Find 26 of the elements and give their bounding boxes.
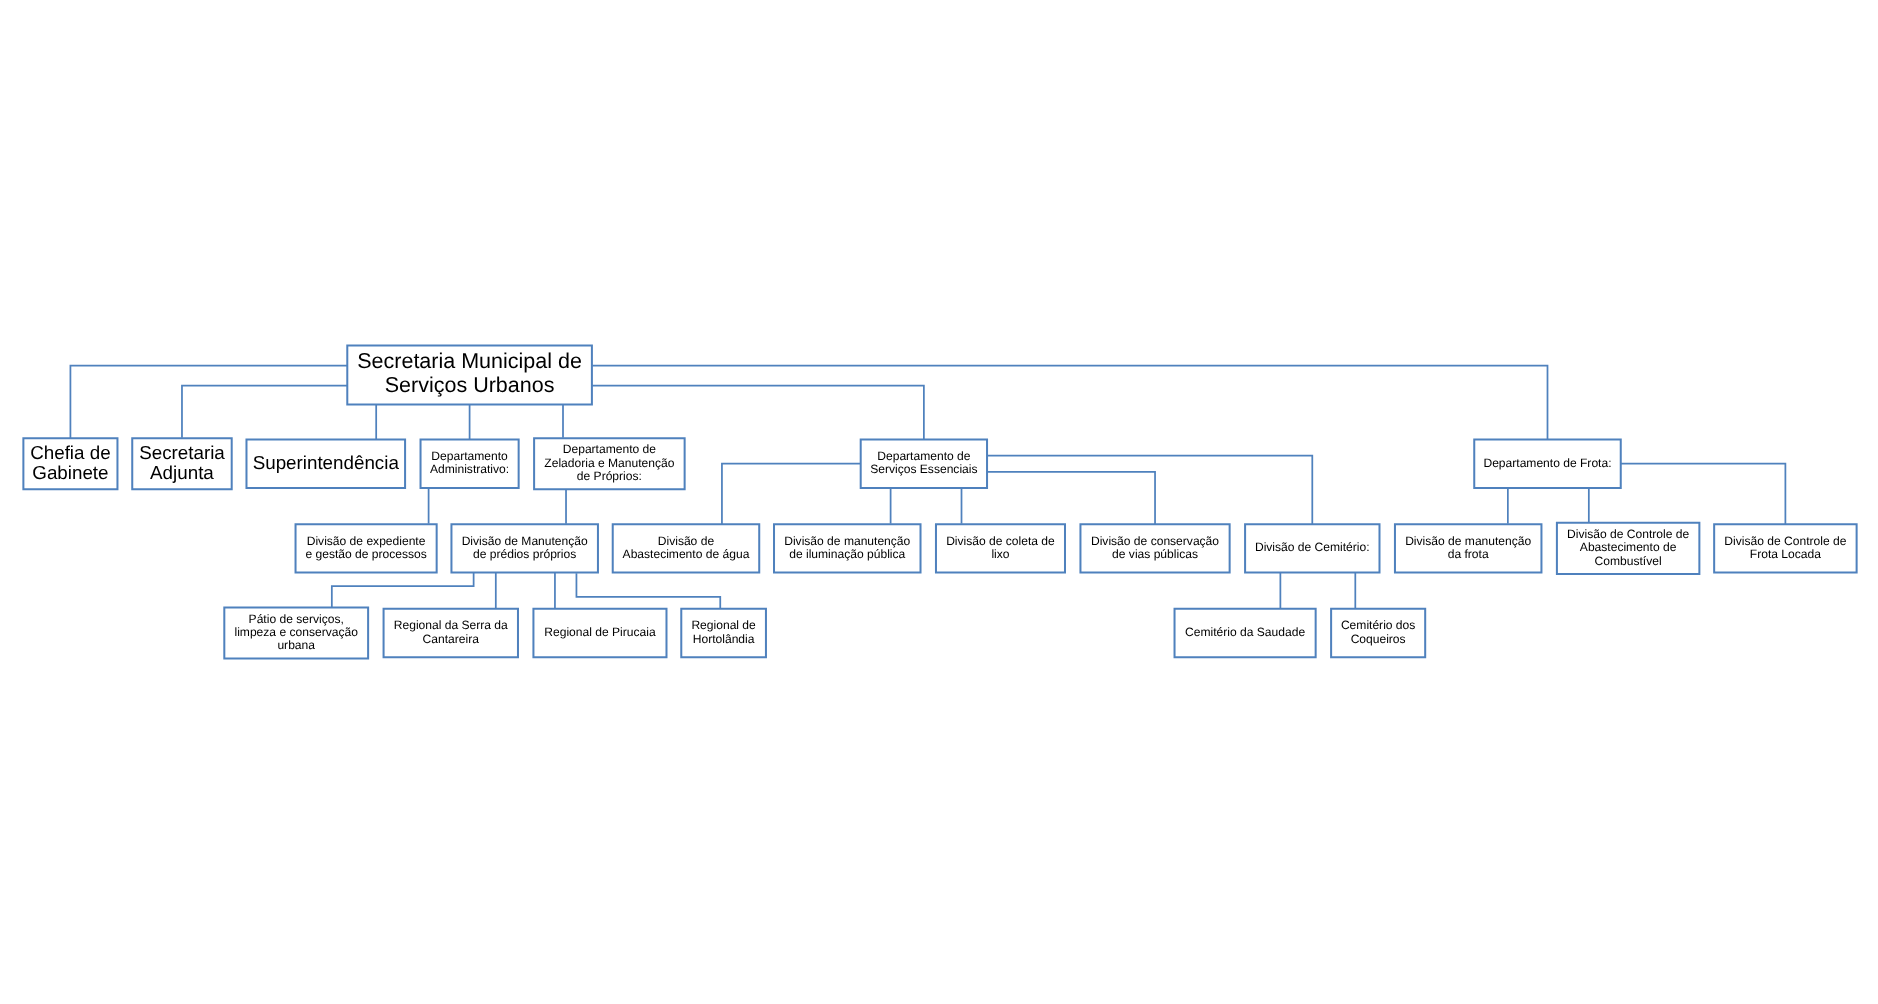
connector bbox=[1618, 462, 1786, 525]
node-box: Secretaria Municipal de Serviços Urbanos bbox=[345, 344, 592, 406]
node-box: Chefia de Gabinete bbox=[21, 437, 118, 491]
node-box: Secretaria Adjunta bbox=[130, 437, 232, 491]
connector bbox=[1505, 487, 1508, 525]
connector bbox=[564, 488, 566, 525]
connector bbox=[180, 384, 348, 439]
connector bbox=[959, 487, 962, 525]
connector bbox=[720, 462, 861, 525]
connector bbox=[590, 364, 1548, 441]
connector bbox=[1278, 572, 1281, 610]
connector bbox=[561, 404, 563, 439]
connector bbox=[1353, 572, 1356, 610]
connector bbox=[467, 404, 470, 440]
connector bbox=[553, 572, 555, 610]
connector bbox=[985, 454, 1313, 525]
connector bbox=[374, 404, 377, 440]
connector bbox=[888, 487, 891, 525]
node-box: Superintendência bbox=[244, 438, 406, 489]
connector bbox=[590, 384, 924, 441]
connector bbox=[574, 572, 721, 610]
connector bbox=[1586, 487, 1589, 524]
connector bbox=[68, 364, 347, 439]
connector bbox=[426, 487, 429, 525]
connector bbox=[493, 572, 496, 610]
connector bbox=[985, 470, 1155, 525]
